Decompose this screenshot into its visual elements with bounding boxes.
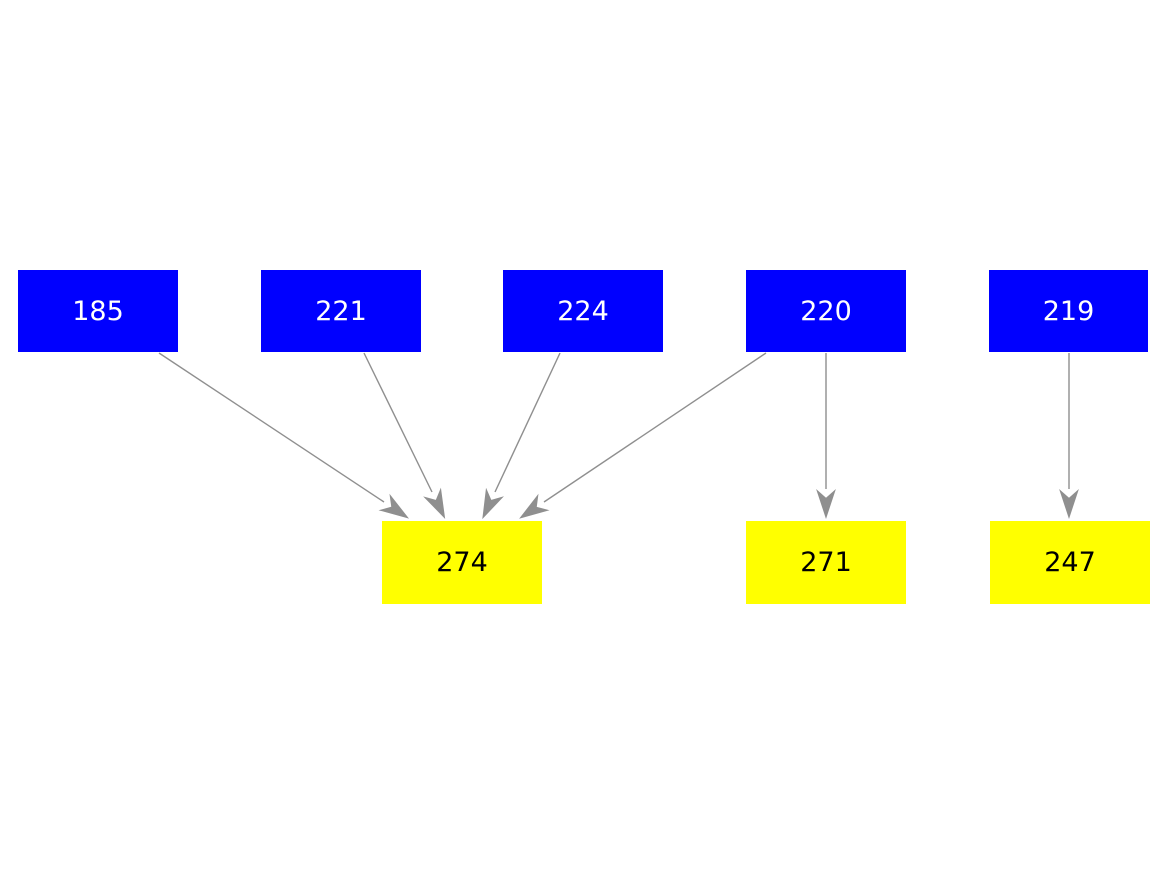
node-247: 247 [990,521,1150,604]
edge-220-274 [519,352,767,519]
node-185: 185 [18,270,178,352]
edge-221-274 [363,352,446,519]
node-label: 274 [436,547,488,578]
node-label: 271 [800,547,852,578]
node-label: 220 [800,295,852,327]
node-271: 271 [746,521,906,604]
node-label: 221 [315,295,367,327]
node-label: 219 [1042,295,1095,327]
node-label: 185 [72,295,124,327]
node-274: 274 [382,521,542,604]
node-224: 224 [503,270,663,352]
edge-185-274 [158,352,410,519]
node-label: 247 [1044,547,1096,578]
edge-224-274 [482,352,561,520]
node-219: 219 [989,270,1148,352]
node-221: 221 [261,270,421,352]
node-220: 220 [746,270,906,352]
node-label: 224 [557,295,609,327]
